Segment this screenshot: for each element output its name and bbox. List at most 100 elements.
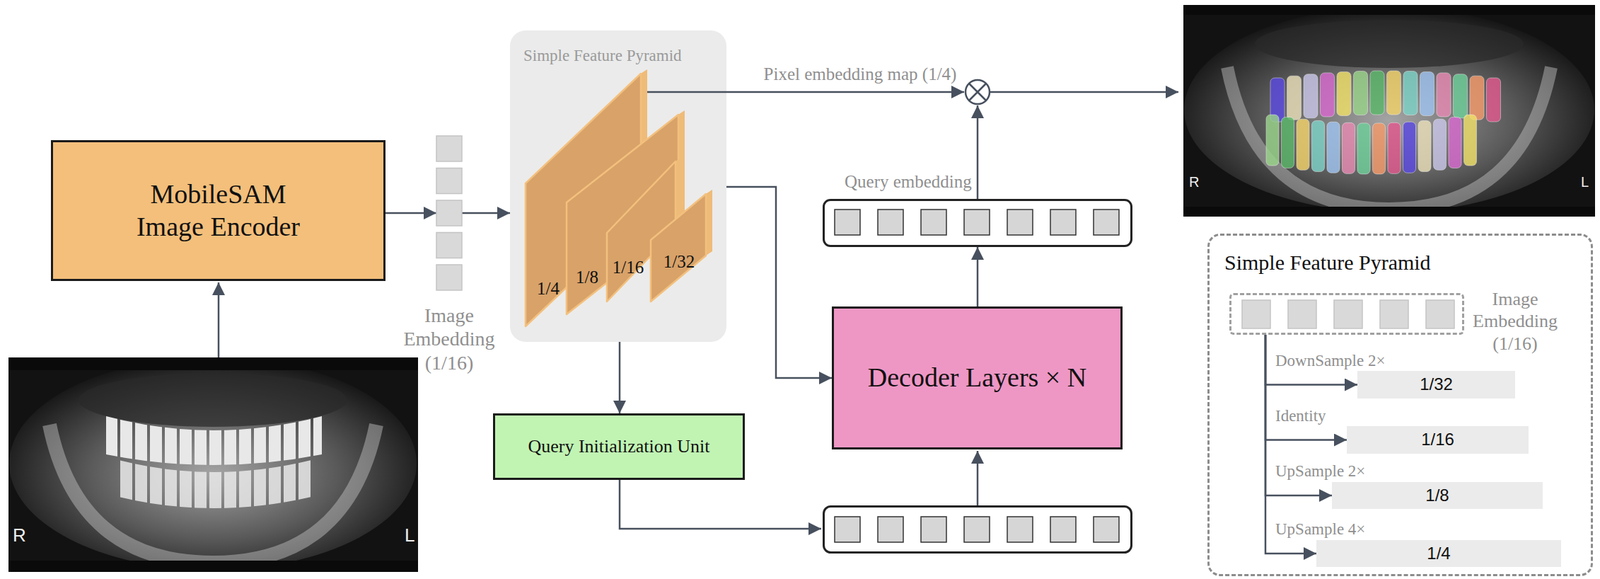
embedding-token <box>1007 209 1033 235</box>
pixel-embedding-arrow <box>647 91 965 94</box>
skull-shadow <box>1184 7 1595 213</box>
tooth-mask <box>1464 114 1477 166</box>
xray-header <box>8 357 419 370</box>
feature-level-bar: 1/16 <box>1346 425 1529 454</box>
output-xray <box>1183 4 1596 217</box>
query-token <box>834 516 861 542</box>
xray-footer <box>8 560 419 572</box>
orientation-marker: R <box>1189 173 1199 191</box>
input-xray <box>8 357 419 572</box>
init-query-arrow <box>619 479 822 529</box>
tooth-mask <box>1303 74 1318 119</box>
embedding-token <box>1242 299 1271 329</box>
xray-ground <box>1183 4 1596 217</box>
upper-teeth <box>106 415 322 465</box>
feature-map-slab-shape <box>650 189 713 302</box>
embedding-stack-shape <box>436 135 462 291</box>
input-arrow <box>217 282 220 358</box>
tooth-mask <box>1403 71 1418 116</box>
query-embedding-bar-shape <box>824 200 1131 245</box>
orientation-marker: L <box>1580 173 1589 191</box>
embedding-token <box>436 232 462 259</box>
query-token <box>1007 516 1033 542</box>
product-symbol <box>965 79 990 104</box>
flow-arrow <box>461 212 510 215</box>
tooth-mask <box>1336 71 1352 116</box>
tooth-mask <box>1420 71 1435 116</box>
tooth-mask <box>1436 72 1451 117</box>
embedding-stack: Image Embedding (1/16) <box>436 135 462 291</box>
query-token <box>1093 516 1120 542</box>
orientation-marker: L <box>404 524 415 547</box>
annotation-label: Pixel embedding map (1/4) <box>763 63 958 85</box>
scale-label: 1/16 <box>612 256 644 278</box>
embedding-token <box>436 135 462 162</box>
query-to-decoder-arrow <box>976 450 979 506</box>
tooth-mask <box>1357 123 1371 175</box>
product-cross <box>969 83 987 101</box>
query-to-product-arrow <box>976 105 979 199</box>
airway-shadow <box>78 372 348 427</box>
embedding-token <box>436 264 462 291</box>
tooth-mask <box>1312 120 1325 172</box>
query-token <box>920 516 947 542</box>
slab-side <box>705 189 713 256</box>
scale-label: 1/32 <box>1419 374 1453 395</box>
embedding-label: Image Embedding (1/16) <box>396 303 503 375</box>
query-embedding-bar: Query embedding <box>822 198 1133 247</box>
query-token <box>964 516 990 542</box>
box-label: Query Initialization Unit <box>527 435 710 457</box>
tooth-mask <box>1281 116 1295 168</box>
scale-label: 1/8 <box>1425 485 1449 506</box>
skull-shadow <box>9 357 417 570</box>
flow-arrow <box>385 212 437 215</box>
process-box: MobileSAM Image Encoder <box>50 140 386 281</box>
tooth-mask <box>1453 74 1468 119</box>
jaw-bone <box>1227 67 1552 209</box>
operation-label: UpSample 2× <box>1275 461 1366 481</box>
tooth-mask <box>1287 75 1302 120</box>
process-box: Query Initialization Unit <box>493 413 745 480</box>
feature-pyramid-panel: 1/41/81/161/32Simple Feature Pyramid <box>509 30 727 342</box>
feature-level-bar: 1/8 <box>1331 481 1543 509</box>
panel-title: Simple Feature Pyramid <box>1224 249 1431 276</box>
box-label: Decoder Layers × N <box>867 361 1087 394</box>
flow-arrow <box>1265 334 1347 440</box>
embedding-token <box>964 209 990 235</box>
tooth-mask <box>1387 122 1401 174</box>
embedding-token <box>436 200 462 226</box>
xray-ground <box>8 357 419 572</box>
embedding-token <box>1050 209 1076 235</box>
inset-panel: Image Embedding (1/16)1/321/161/81/4Simp… <box>1207 233 1593 576</box>
query-token <box>877 516 904 542</box>
flow-arrow <box>618 341 622 414</box>
tooth-mask <box>1403 121 1417 173</box>
tooth-mask <box>1486 77 1501 122</box>
embedding-token <box>1093 209 1120 235</box>
tooth-mask <box>1418 120 1431 172</box>
lower-teeth <box>118 459 312 508</box>
operation-label: Identity <box>1275 406 1327 426</box>
flow-arrow <box>726 186 832 378</box>
output-arrow <box>989 91 1179 94</box>
scale-label: 1/8 <box>575 266 599 288</box>
scale-label: 1/32 <box>663 251 695 273</box>
embedding-token <box>834 209 861 235</box>
operation-label: UpSample 4× <box>1275 519 1366 539</box>
feature-level-bar: 1/32 <box>1357 370 1516 399</box>
operation-label: DownSample 2× <box>1275 350 1385 371</box>
process-box: Decoder Layers × N <box>831 306 1123 450</box>
tooth-mask <box>1433 118 1447 170</box>
slab-face <box>650 193 706 302</box>
tooth-mask <box>1326 121 1340 173</box>
embedding-row: Image Embedding (1/16) <box>1229 292 1465 335</box>
tooth-mask <box>1370 70 1385 115</box>
embedding-token <box>920 209 947 235</box>
embedding-token <box>1380 299 1409 329</box>
xray-header <box>1183 4 1596 15</box>
orientation-marker: R <box>12 524 27 547</box>
embedding-label: Query embedding <box>844 171 972 193</box>
query-bar <box>824 506 1132 553</box>
embedding-row-shape <box>1231 294 1463 333</box>
